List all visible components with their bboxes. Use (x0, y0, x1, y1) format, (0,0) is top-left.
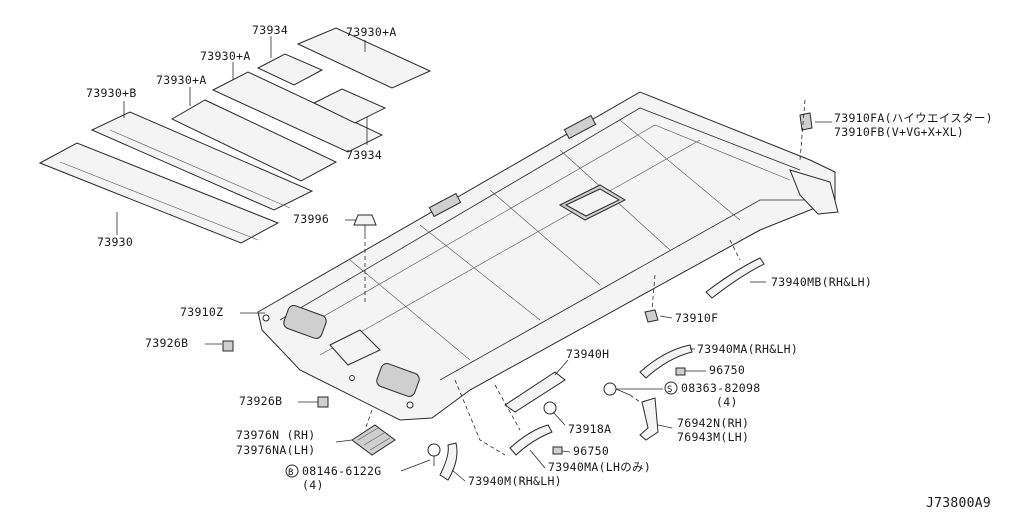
label-73910z: 73910Z (180, 305, 223, 319)
grip-73940m (439, 442, 458, 481)
lamp-73976 (351, 424, 396, 456)
panel-73934-top (256, 53, 324, 86)
holder-73918a (543, 401, 557, 415)
label-73910fa: 73910FA(ハイウエイスター) (834, 111, 993, 125)
label-73940mb: 73940MB(RH&LH) (771, 275, 872, 289)
clip-73926b-1 (222, 340, 234, 352)
grip-73940ma (639, 344, 693, 379)
label-73976na: 73976NA(LH) (236, 443, 315, 457)
headlining-73910 (257, 91, 839, 421)
label-73976n: 73976N (RH) (236, 428, 315, 442)
label-73930: 73930 (97, 235, 133, 249)
label-73934-bottom: 73934 (346, 148, 382, 162)
label-76943m: 76943M(LH) (677, 430, 749, 444)
label-73910fb: 73910FB(V+VG+X+XL) (834, 125, 964, 139)
bracket-73940h (504, 371, 566, 413)
label-08146-qty: (4) (302, 478, 324, 492)
screw-symbol-circle (664, 381, 678, 395)
panel-73930-b (90, 111, 314, 211)
label-73934-top: 73934 (252, 23, 288, 37)
bolt-symbol-letter: B (288, 468, 294, 478)
catalog-code: J73800A9 (926, 496, 991, 511)
label-76942n: 76942N(RH) (677, 416, 749, 430)
label-73918a: 73918A (568, 422, 611, 436)
clip-73926b-2 (317, 396, 329, 408)
label-73930-a-3: 73930+A (346, 25, 397, 39)
label-73930-a-2: 73930+A (200, 49, 251, 63)
label-08363-qty: (4) (716, 395, 738, 409)
label-73940ma: 73940MA(RH&LH) (697, 342, 798, 356)
label-73926b-2: 73926B (239, 394, 282, 408)
clip-96750-1 (552, 446, 563, 455)
label-96750-1: 96750 (573, 444, 609, 458)
label-96750-2: 96750 (709, 363, 745, 377)
leader-lines (116, 36, 832, 482)
bolt-symbol-circle (285, 464, 299, 478)
label-73930-b: 73930+B (86, 86, 137, 100)
label-73996: 73996 (293, 212, 329, 226)
panel-73930-a-2 (211, 71, 384, 153)
part-labels: 73930 73930+B 73930+A 73930+A 73930+A 73… (86, 23, 993, 511)
panel-73930-a-3 (296, 27, 432, 89)
clip-73910f (644, 309, 659, 323)
grip-73940mb (705, 257, 765, 299)
label-08146-code: 08146-6122G (302, 464, 381, 478)
label-73940ma-lh: 73940MA(LHのみ) (548, 460, 651, 474)
grip-73940ma-lh (509, 424, 553, 456)
label-73940m: 73940M(RH&LH) (468, 474, 562, 488)
panel-73934-bottom (312, 88, 387, 124)
grip-76942n (639, 397, 659, 441)
clip-73996 (353, 214, 377, 235)
panel-73930 (38, 142, 280, 244)
label-73940h: 73940H (566, 347, 609, 361)
clip-73910fa (799, 112, 813, 131)
panel-73930-a-1 (170, 99, 338, 182)
screw-symbol-letter: S (667, 385, 673, 395)
bolt-08146 (427, 443, 441, 466)
label-73910f: 73910F (675, 311, 718, 325)
label-73926b-1: 73926B (145, 336, 188, 350)
label-08363-code: 08363-82098 (681, 381, 760, 395)
label-73930-a-1: 73930+A (156, 73, 207, 87)
clip-96750-2 (675, 367, 686, 376)
